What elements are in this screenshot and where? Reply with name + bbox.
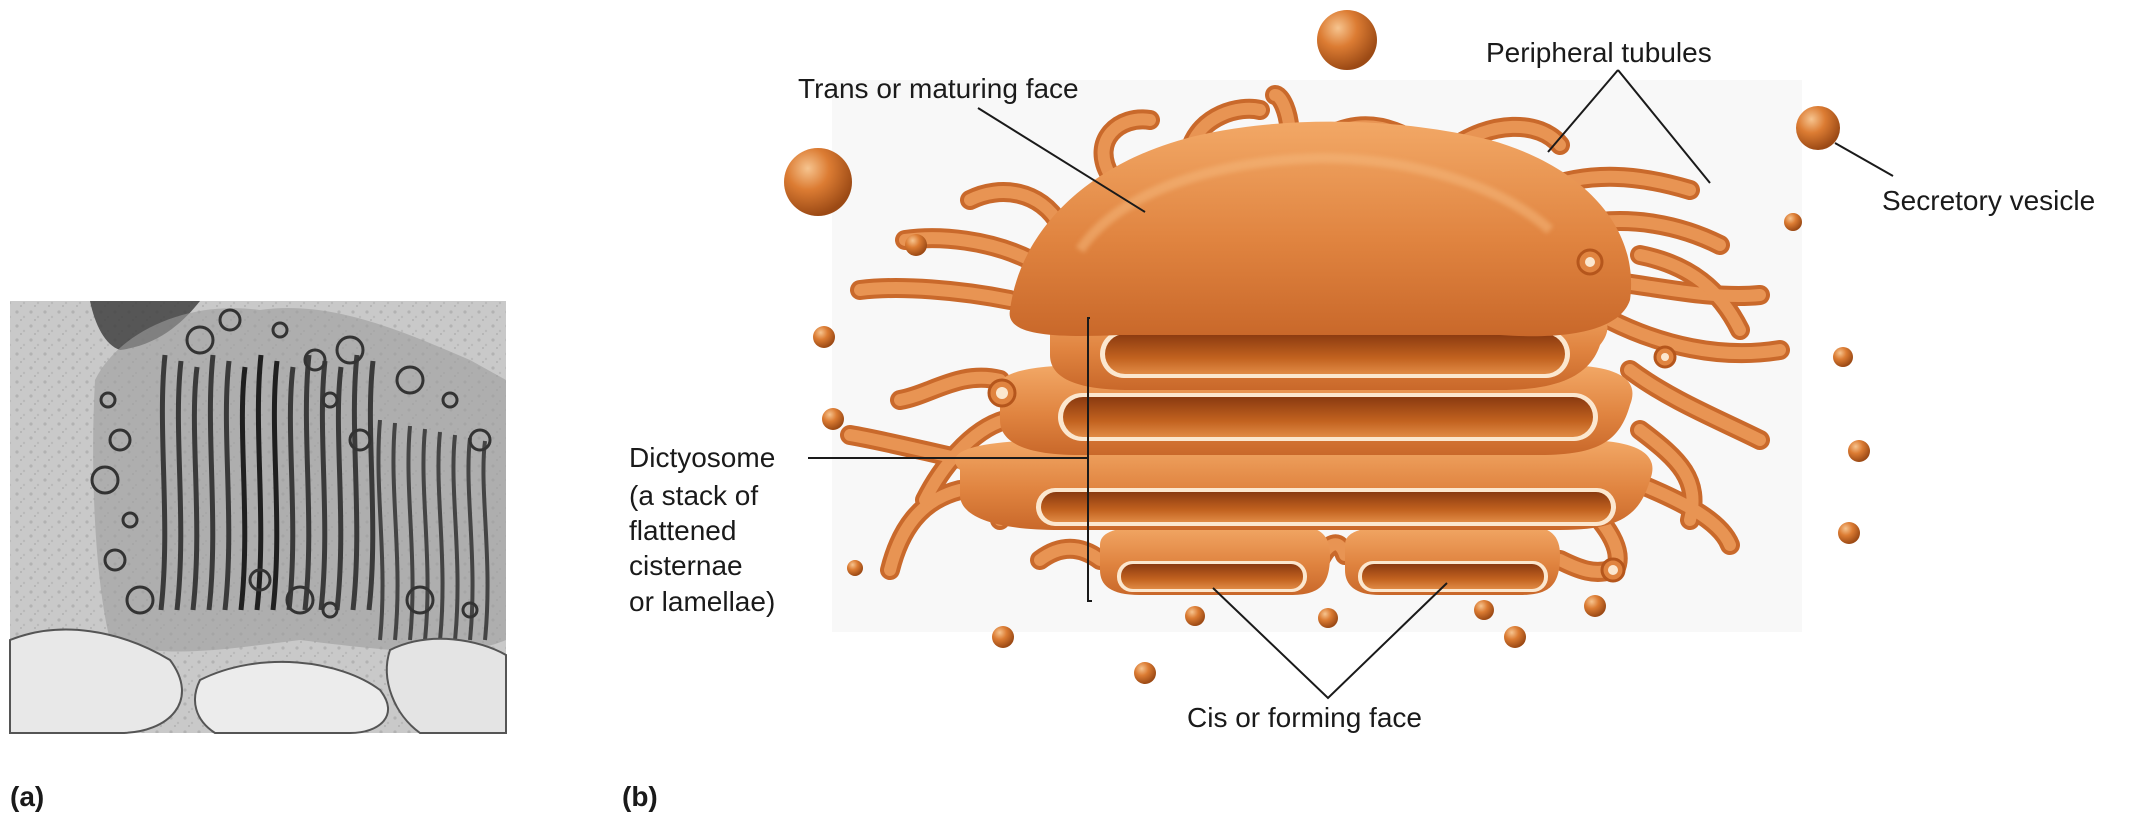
secretory-vesicle-icon — [813, 326, 835, 348]
peripheral-tubule-highlight — [1097, 113, 1156, 181]
secretory-vesicle-icon — [1796, 106, 1840, 150]
micrograph-lamella — [222, 360, 232, 611]
secretory-vesicle-icon — [1185, 606, 1205, 626]
secretory-vesicle-icon — [1833, 347, 1853, 367]
micrograph-lamella — [451, 434, 460, 641]
micrograph-vesicle — [461, 601, 479, 619]
micrograph-lamella — [174, 360, 184, 611]
label-trans-face: Trans or maturing face — [798, 73, 1079, 104]
micrograph-lamella — [238, 366, 248, 611]
label-peripheral-tubules: Peripheral tubules — [1486, 37, 1712, 68]
micrograph-panel — [9, 301, 507, 734]
secretory-vesicle-icon — [905, 234, 927, 256]
micrograph-lamella — [391, 422, 400, 641]
secretory-vesicle-icon — [1317, 10, 1377, 70]
secretory-vesicle-icon — [1318, 608, 1338, 628]
secretory-vesicle-icon — [1504, 626, 1526, 648]
dictyosome-bracket — [1087, 317, 1092, 602]
secretory-vesicle-icon — [1584, 595, 1606, 617]
secretory-vesicles — [784, 10, 1870, 684]
label-dictyosome-line-5: or lamellae) — [629, 586, 775, 617]
micrograph-vesicle — [468, 428, 492, 452]
leader-peripheral-tubules — [1547, 69, 1711, 184]
micrograph-lamella — [318, 360, 328, 611]
golgi-illustration: Trans or maturing face Peripheral tubule… — [629, 10, 2095, 733]
peripheral-tubule-highlight — [854, 282, 1016, 306]
micrograph-vesicle — [321, 601, 339, 619]
micrograph-vesicle — [248, 568, 272, 592]
secretory-vesicle-icon — [992, 626, 1014, 648]
micrograph-vesicle — [395, 365, 425, 395]
micrograph-lamella — [436, 431, 445, 641]
micrograph-vesicle — [108, 428, 132, 452]
secretory-vesicle-icon — [1474, 600, 1494, 620]
cis-cisterna-right — [1345, 525, 1560, 595]
micrograph-vesicle — [125, 585, 155, 615]
micrograph-vesicle — [90, 465, 120, 495]
micrograph-vesicles — [90, 308, 492, 619]
secretory-vesicle-icon — [1784, 213, 1802, 231]
micrograph-vesicle — [218, 308, 242, 332]
peripheral-tubule-highlight — [1634, 249, 1746, 336]
leader-trans-face — [977, 107, 1146, 213]
micrograph-vesicle — [335, 335, 365, 365]
secretory-vesicle-icon — [1838, 522, 1860, 544]
secretory-vesicle-icon — [1134, 662, 1156, 684]
micrograph-vesicle — [405, 585, 435, 615]
micrograph-lamella — [466, 437, 475, 641]
peripheral-tubule-highlight — [1604, 314, 1786, 360]
micrograph-lamella — [366, 360, 376, 611]
micrograph-vesicle — [103, 548, 127, 572]
peripheral-tubule-highlight — [1624, 364, 1766, 446]
micrograph-vesicle — [285, 585, 315, 615]
micrograph-vesicle — [348, 428, 372, 452]
cis-cisterna-left — [1100, 525, 1330, 595]
label-secretory-vesicle: Secretory vesicle — [1882, 185, 2095, 216]
peripheral-tubule-highlight — [1034, 542, 1106, 566]
label-dictyosome-line-4: cisternae — [629, 550, 743, 581]
micrograph-vesicle — [185, 325, 215, 355]
peripheral-tubule-highlight — [964, 186, 1066, 231]
micrograph-lamella — [334, 366, 344, 611]
leader-secretory-vesicle — [1834, 142, 1894, 177]
label-dictyosome-line-2: (a stack of — [629, 480, 758, 511]
micrograph-lamella — [376, 419, 385, 641]
secretory-vesicle-icon — [784, 148, 852, 216]
peripheral-tubule-highlight — [894, 371, 1006, 406]
secretory-vesicle-icon — [822, 408, 844, 430]
peripheral-tubule-highlight — [884, 484, 966, 576]
label-dictyosome-line-3: flattened — [629, 515, 736, 546]
micrograph-lamella — [286, 366, 296, 611]
micrograph-lamella — [254, 354, 264, 611]
micrograph-lamella — [270, 360, 280, 611]
tubule-openings — [987, 248, 1677, 583]
leader-lines — [808, 69, 1894, 700]
peripheral-tubule-highlight — [919, 414, 1011, 506]
micrograph-vesicle — [441, 391, 459, 409]
medial-cisterna-3 — [954, 440, 1653, 530]
label-cis-face: Cis or forming face — [1187, 702, 1422, 733]
micrograph-lamella — [190, 366, 200, 611]
micrograph-lamella — [350, 354, 360, 611]
secretory-vesicle-icon — [847, 560, 863, 576]
micrograph-vesicle — [99, 391, 117, 409]
label-dictyosome-line-1: Dictyosome — [629, 442, 775, 473]
micrograph-vesicle — [121, 511, 139, 529]
micrograph-lamella — [302, 354, 312, 611]
micrograph-lamella — [206, 354, 216, 611]
micrograph-vesicle — [271, 321, 289, 339]
panel-letter-a: (a) — [10, 781, 44, 812]
micrograph-lamella — [158, 354, 168, 611]
secretory-vesicle-icon — [1848, 440, 1870, 462]
micrograph-vesicle — [303, 348, 327, 372]
micrograph-lamella — [481, 440, 490, 641]
panel-letter-b: (b) — [622, 781, 658, 812]
micrograph-vesicle — [321, 391, 339, 409]
leader-cis-face — [1212, 582, 1448, 700]
